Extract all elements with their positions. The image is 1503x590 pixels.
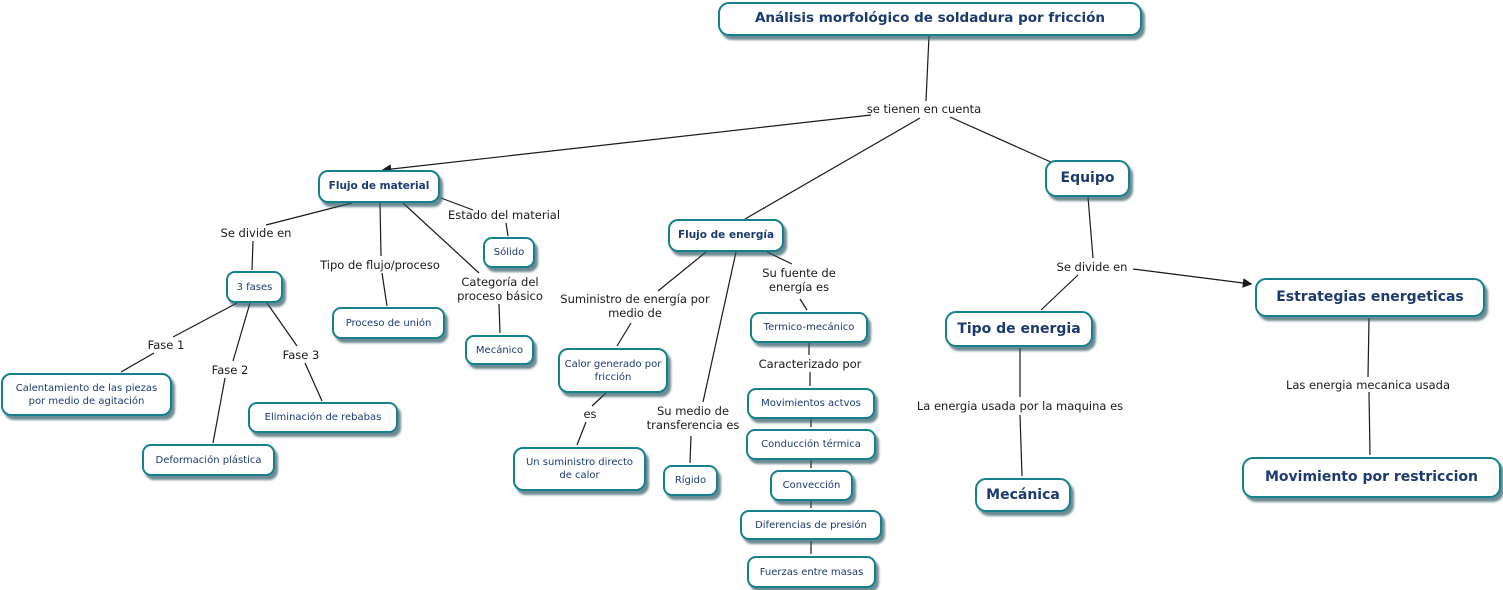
concept-tipo-de-energia[interactable]: Tipo de energia (945, 311, 1093, 347)
concept-termico-mecanico[interactable]: Termico-mecánico (750, 312, 868, 343)
connector-estrategias-to-las-energia (1367, 317, 1370, 378)
concept-conveccion[interactable]: Convección (770, 470, 853, 501)
connector-3fases-to-fase1 (172, 302, 238, 338)
connector-suministro-to-calor (616, 322, 632, 347)
concept-equipo[interactable]: Equipo (1045, 160, 1130, 197)
concept-proceso-de-union[interactable]: Proceso de unión (332, 307, 445, 339)
connector-se-divide-to-estrategias (1132, 268, 1253, 288)
linking-phrase-se-tienen-en-cuenta[interactable]: se tienen en cuenta (866, 102, 982, 116)
connector-las-energia-to-movimiento (1368, 391, 1371, 456)
connector-flujo-energia-to-su-fuente (766, 251, 793, 265)
concept-suministro-directo[interactable]: Un suministro directo de calor (513, 447, 646, 491)
connector-se-tienen-to-equipo (949, 116, 1054, 164)
linking-phrase-suministro-energia[interactable]: Suministro de energía por medio de (560, 292, 710, 321)
connector-title-to-se-tienen (925, 35, 930, 102)
linking-phrase-la-energia-usada[interactable]: La energia usada por la maquina es (916, 399, 1124, 413)
linking-phrase-es[interactable]: es (583, 407, 597, 421)
concept-fuerzas-entre-masas[interactable]: Fuerzas entre masas (747, 556, 876, 588)
connector-3fases-to-fase2 (232, 302, 251, 362)
linking-phrase-se-divide-en-right[interactable]: Se divide en (1056, 260, 1128, 274)
connector-fase1-to-calentamiento (120, 352, 155, 373)
concept-mecanico[interactable]: Mecánico (465, 335, 534, 365)
linking-phrase-su-medio-transferencia[interactable]: Su medio de transferencia es (646, 404, 740, 433)
linking-phrase-su-fuente-energia[interactable]: Su fuente de energía es (762, 266, 836, 295)
linking-phrase-estado-del-material[interactable]: Estado del material (447, 208, 561, 222)
linking-phrase-caracterizado-por[interactable]: Caracterizado por (758, 357, 862, 371)
connector-se-tienen-to-flujo-material (381, 114, 872, 174)
connector-flujo-energia-to-suministro (657, 251, 707, 292)
concept-diferencias-presion[interactable]: Diferencias de presión (740, 510, 882, 540)
concept-solido[interactable]: Sólido (483, 237, 535, 268)
connector-se-tienen-to-flujo-energia (744, 117, 921, 220)
connector-fase2-to-deformacion (212, 377, 226, 444)
connector-flujo-material-to-tipo-flujo (379, 202, 382, 257)
concept-flujo-de-material[interactable]: Flujo de material (318, 170, 440, 203)
connector-flujo-energia-to-su-medio (702, 251, 737, 403)
concept-deformacion-plastica[interactable]: Deformación plástica (142, 444, 275, 476)
concept-movimientos-activos[interactable]: Movimientos actvos (747, 388, 875, 419)
concept-rigido[interactable]: Rígido (663, 465, 718, 496)
linking-phrase-se-divide-en-left[interactable]: Se divide en (220, 226, 292, 240)
concept-calor-generado[interactable]: Calor generado por fricción (558, 348, 668, 393)
concept-analisis-morfologico[interactable]: Análisis morfológico de soldadura por fr… (718, 2, 1142, 36)
linking-phrase-tipo-de-flujo[interactable]: Tipo de flujo/proceso (320, 258, 440, 272)
concept-flujo-de-energia[interactable]: Flujo de energía (668, 219, 784, 252)
connector-se-divide-to-3fases (251, 240, 254, 271)
connector-estado-to-solido (505, 222, 509, 237)
concept-mecanica[interactable]: Mecánica (975, 478, 1071, 512)
connector-flujo-material-to-categoria (402, 202, 480, 274)
concept-estrategias-energeticas[interactable]: Estrategias energeticas (1255, 278, 1485, 317)
concept-calentamiento-piezas[interactable]: Calentamiento de las piezas por medio de… (1, 373, 172, 416)
connector-categoria-to-mecanico (498, 303, 501, 334)
linking-phrase-categoria-proceso[interactable]: Categoría del proceso básico (457, 275, 543, 304)
connector-fase3-to-eliminacion (304, 362, 323, 402)
connector-su-medio-to-rigido (689, 435, 692, 464)
concept-conduccion-termica[interactable]: Conducción térmica (746, 429, 876, 460)
concept-movimiento-restriccion[interactable]: Movimiento por restriccion (1242, 457, 1501, 498)
connector-flujo-material-to-estado (440, 197, 474, 211)
connector-la-energia-to-mecanica (1019, 414, 1023, 477)
connector-se-divide-to-tipo-energia (1040, 274, 1079, 311)
linking-phrase-las-energia-mecanica[interactable]: Las energia mecanica usada (1285, 378, 1451, 392)
connector-es-to-suministro-directo (576, 421, 587, 446)
linking-phrase-fase-2[interactable]: Fase 2 (211, 363, 249, 377)
connector-su-fuente-to-termico (799, 298, 808, 311)
connector-3fases-to-fase3 (266, 302, 298, 347)
linking-phrase-fase-1[interactable]: Fase 1 (147, 338, 185, 352)
concept-eliminacion-rebabas[interactable]: Eliminación de rebabas (248, 402, 398, 433)
connector-calor-to-es (591, 392, 607, 407)
connector-tipo-flujo-to-proceso-union (381, 272, 388, 307)
linking-phrase-fase-3[interactable]: Fase 3 (282, 348, 320, 362)
connector-flujo-material-to-se-divide (265, 202, 353, 226)
concept-3-fases[interactable]: 3 fases (226, 271, 283, 303)
connector-equipo-to-se-divide (1087, 196, 1094, 259)
